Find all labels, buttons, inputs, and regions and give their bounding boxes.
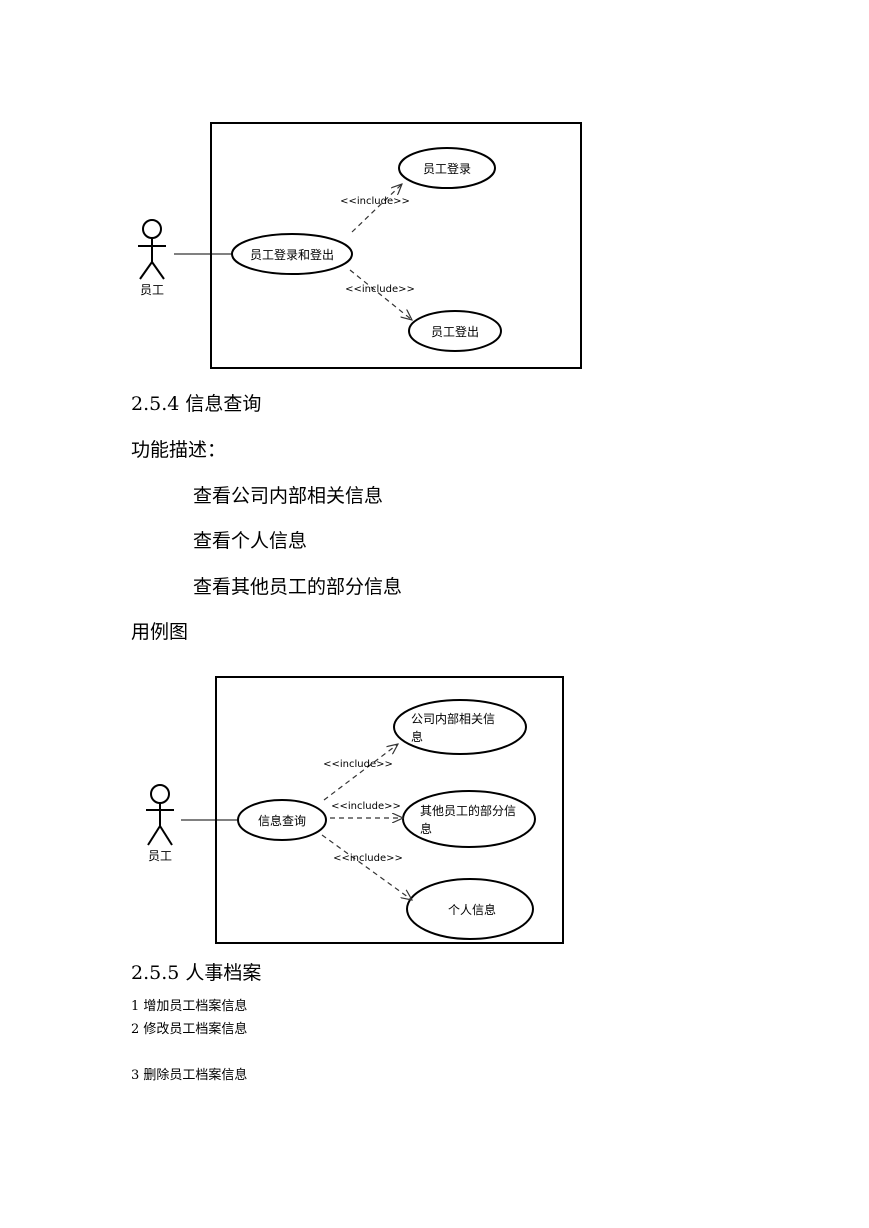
- actor-label: 员工: [140, 283, 164, 297]
- svg-text:个人信息: 个人信息: [448, 902, 496, 917]
- list-item: 3 删除员工档案信息: [131, 1068, 248, 1083]
- desc-item: 查看其他员工的部分信息: [193, 576, 403, 598]
- usecase-logout: 员工登出: [408, 310, 502, 352]
- function-desc-label: 功能描述：: [131, 439, 227, 461]
- svg-text:其他员工的部分信: 其他员工的部分信: [420, 803, 516, 818]
- list-item: 2 修改员工档案信息: [131, 1022, 248, 1037]
- include-arrow-3: [321, 834, 412, 900]
- include-label-2: <<include>>: [331, 801, 401, 812]
- actor-label: 员工: [148, 849, 172, 863]
- svg-text:息: 息: [420, 821, 432, 836]
- usecase-login: 员工登录: [398, 147, 496, 189]
- system-boundary: [215, 676, 564, 944]
- include-arrow-login: [351, 184, 402, 233]
- diagram-login-logout: 员工 员工登录和登出 员工登录 员工登出 <<include>> <<inclu…: [138, 122, 582, 369]
- include-label-1: <<include>>: [323, 759, 393, 770]
- include-arrow-logout: [349, 269, 412, 320]
- actor-employee: 员工: [146, 784, 174, 863]
- desc-item: 查看个人信息: [193, 530, 308, 552]
- section-heading-2-5-4: 2.5.4 信息查询: [131, 393, 262, 415]
- svg-text:信息查询: 信息查询: [258, 813, 306, 828]
- include-label-3: <<include>>: [333, 853, 403, 864]
- system-boundary: [210, 122, 582, 369]
- use-case-diagram-label: 用例图: [131, 621, 189, 643]
- svg-text:员工登录: 员工登录: [423, 161, 471, 176]
- include-arrow-1: [323, 744, 398, 801]
- svg-text:公司内部相关信: 公司内部相关信: [411, 711, 495, 726]
- svg-text:员工登出: 员工登出: [431, 324, 479, 339]
- desc-item: 查看公司内部相关信息: [193, 485, 384, 507]
- usecase-personal-info: 个人信息: [406, 878, 534, 940]
- usecase-login-logout: 员工登录和登出: [231, 233, 353, 275]
- usecase-other-employee-info: 其他员工的部分信 息: [402, 790, 536, 848]
- actor-employee: 员工: [138, 219, 166, 297]
- usecase-company-info: 公司内部相关信 息: [393, 699, 527, 755]
- include-label-logout: <<include>>: [345, 284, 415, 295]
- svg-text:员工登录和登出: 员工登录和登出: [250, 247, 334, 262]
- usecase-info-query: 信息查询: [237, 799, 327, 841]
- list-item: 1 增加员工档案信息: [131, 999, 248, 1014]
- section-heading-2-5-5: 2.5.5 人事档案: [131, 962, 262, 984]
- diagram-info-query: 员工 信息查询 公司内部相关信 息 其他员工的部分信 息 个人信息 <<incl…: [146, 676, 564, 944]
- include-label-login: <<include>>: [340, 196, 410, 207]
- svg-text:息: 息: [411, 729, 423, 744]
